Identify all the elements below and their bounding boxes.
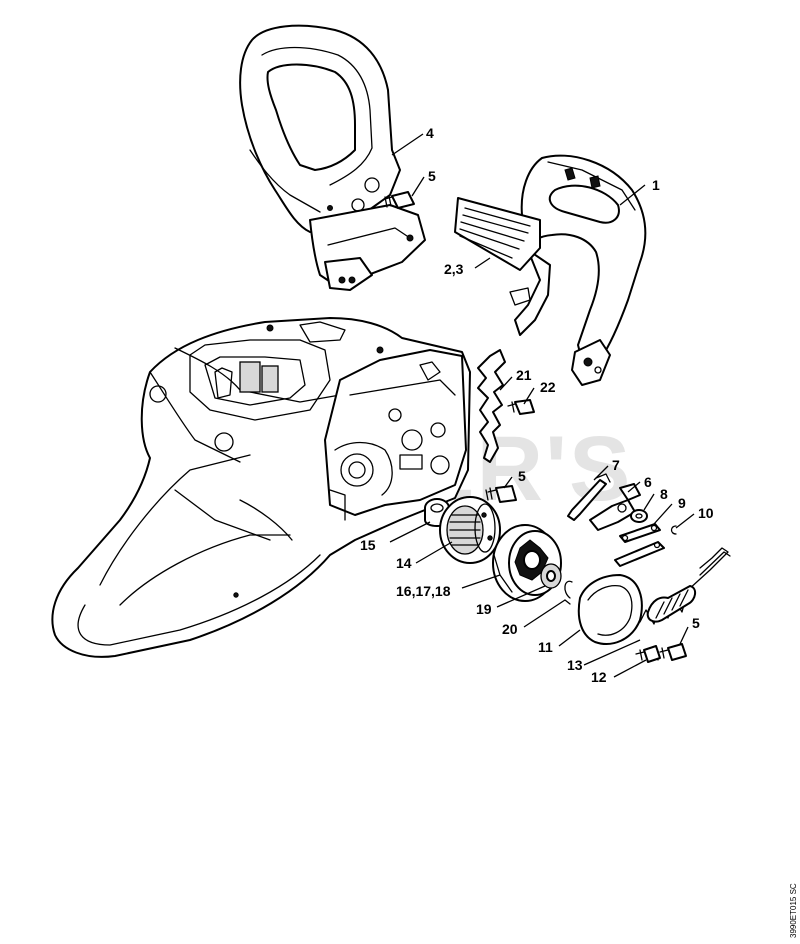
- callout-14: 14: [396, 555, 412, 571]
- callout-5-lower: 5: [692, 615, 700, 631]
- screw-22: [507, 399, 535, 415]
- engine-housing: [51, 317, 471, 658]
- callout-21: 21: [516, 367, 532, 383]
- screw-5-upper: [384, 191, 415, 209]
- callout-labels: 1 2,3 4 5 21 22 5 7 6 8 9 10 15 14 16,17…: [360, 125, 714, 685]
- leader-lines: [389, 133, 695, 678]
- screw-5-middle: [485, 485, 517, 503]
- callout-10: 10: [698, 505, 714, 521]
- bar-9: [619, 523, 661, 543]
- callout-8: 8: [660, 486, 668, 502]
- clip-10: [670, 525, 677, 535]
- sprocket-16-17-18: [492, 524, 562, 602]
- spike-21: [477, 349, 506, 463]
- callout-5-upper: 5: [428, 168, 436, 184]
- screw-12: [635, 645, 661, 663]
- callout-19: 19: [476, 601, 492, 617]
- callout-22: 22: [540, 379, 556, 395]
- callout-12: 12: [591, 669, 607, 685]
- hand-guard: [509, 154, 647, 386]
- callout-13: 13: [567, 657, 583, 673]
- callout-7: 7: [612, 457, 620, 473]
- washer-8: [630, 509, 648, 523]
- clutch-drum-14: [439, 496, 501, 564]
- callout-1: 1: [652, 177, 660, 193]
- washer-19: [540, 563, 562, 589]
- callout-20: 20: [502, 621, 518, 637]
- callout-11: 11: [538, 639, 553, 655]
- spring-11: [639, 547, 731, 625]
- clip-20: [564, 580, 573, 605]
- callout-9: 9: [678, 495, 686, 511]
- callout-6: 6: [644, 474, 652, 490]
- brake-band-13: [577, 541, 665, 645]
- callout-4: 4: [426, 125, 434, 141]
- drawing-reference: 3990ET015 SC: [789, 883, 798, 938]
- callout-15: 15: [360, 537, 376, 553]
- callout-16-17-18: 16,17,18: [396, 583, 451, 599]
- callout-5-middle: 5: [518, 468, 526, 484]
- lever-7: [567, 473, 611, 521]
- rear-handle: [239, 24, 426, 291]
- callout-2-3: 2,3: [444, 261, 464, 277]
- cover-plate: [454, 197, 541, 271]
